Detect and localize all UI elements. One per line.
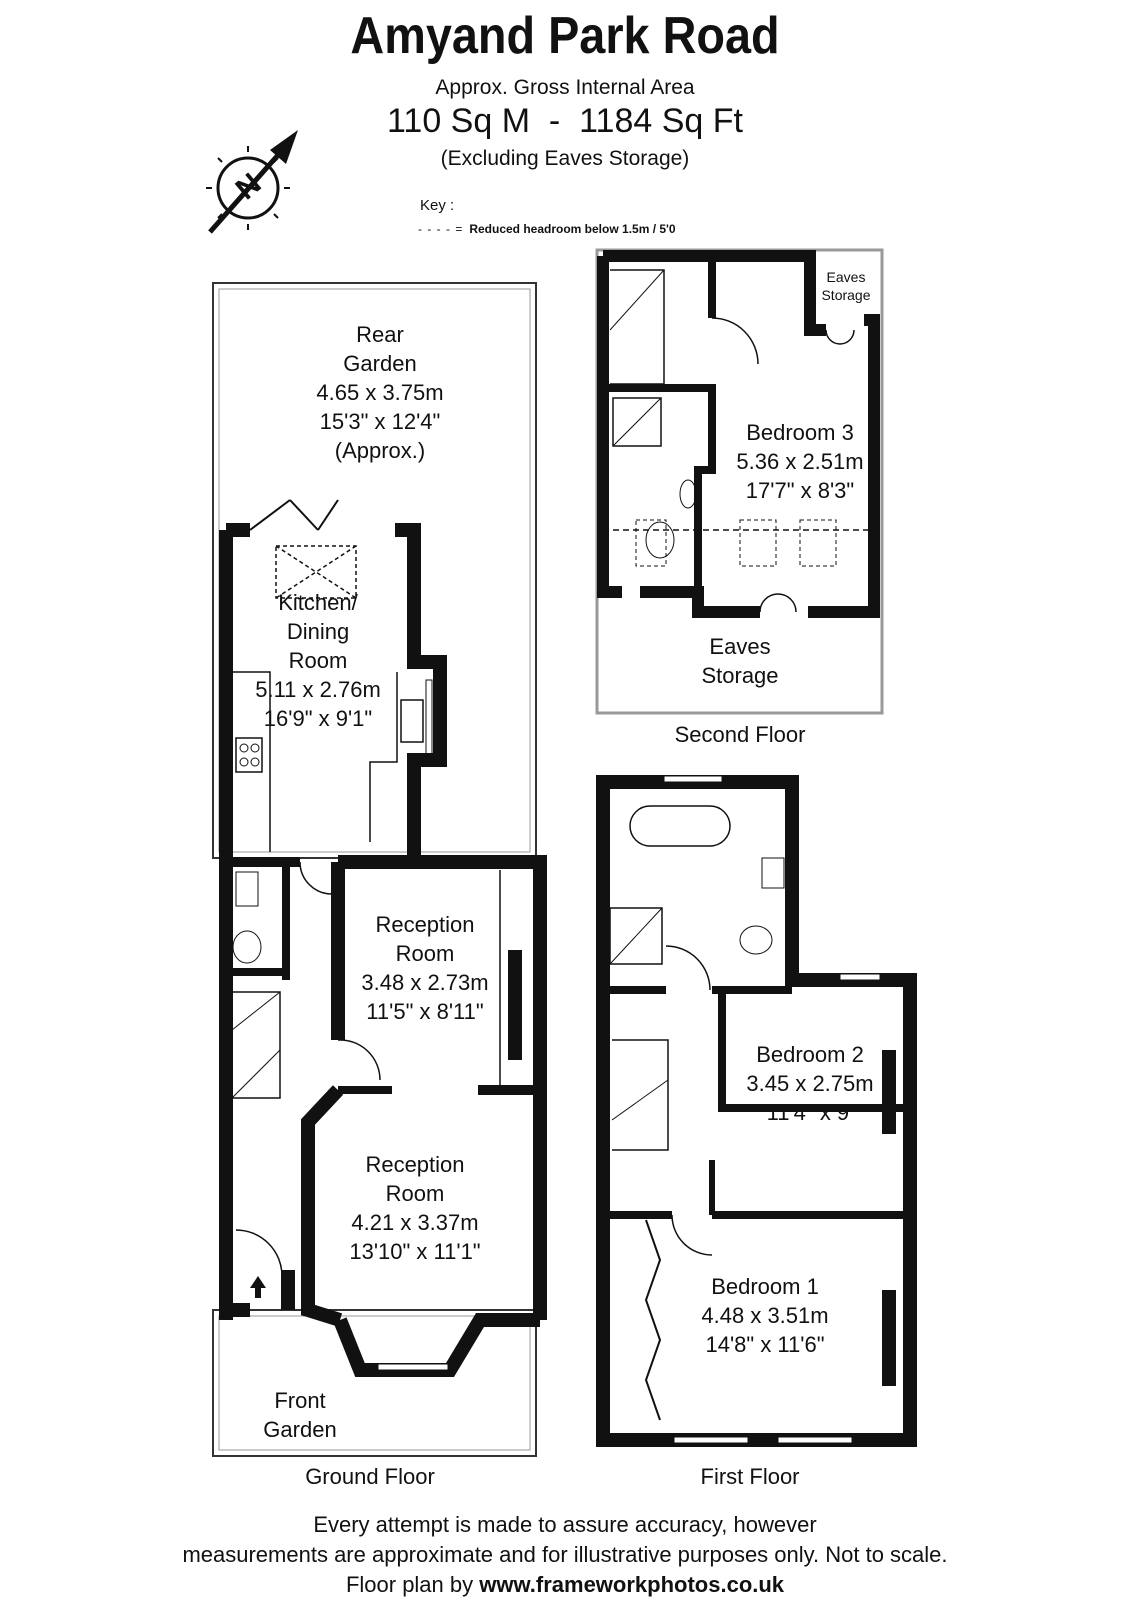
ground-floor-label: Ground Floor — [305, 1464, 435, 1489]
room-name: Room — [395, 941, 455, 966]
room-name: Room — [288, 648, 348, 673]
room-name: Bedroom 1 — [711, 1274, 819, 1299]
room-note: (Approx.) — [334, 438, 426, 463]
reception-room-rear-label: Reception Room 3.48 x 2.73m 11'5" x 8'11… — [340, 910, 510, 1026]
room-size-imperial: 14'8" x 11'6" — [705, 1332, 825, 1357]
key-entry-text: Reduced headroom below 1.5m / 5'0 — [469, 222, 676, 236]
kitchen-dining-label: Kitchen/ Dining Room 5.11 x 2.76m 16'9" … — [238, 588, 398, 733]
disclaimer-footer: Every attempt is made to assure accuracy… — [0, 1510, 1130, 1600]
room-size-imperial: 11'5" x 8'11" — [366, 999, 484, 1024]
room-name: Storage — [821, 287, 871, 303]
eaves-storage-small-label: Eaves Storage — [816, 268, 876, 304]
eaves-storage-large-label: Eaves Storage — [680, 632, 800, 690]
front-garden-label: Front Garden — [240, 1386, 360, 1444]
room-name: Bedroom 3 — [746, 420, 854, 445]
room-size-metric: 4.21 x 3.37m — [351, 1210, 479, 1235]
room-size-metric: 3.45 x 2.75m — [746, 1071, 874, 1096]
ground-floor-plan — [212, 282, 547, 1457]
room-size-imperial: 17'7" x 8'3" — [745, 478, 855, 503]
key-dash-symbol: - - - - = — [418, 222, 464, 236]
room-name: Storage — [701, 663, 779, 688]
room-name: Kitchen/ — [278, 590, 358, 615]
bedroom-2-label: Bedroom 2 3.45 x 2.75m 11'4" x 9' — [725, 1040, 895, 1127]
compass-icon — [206, 130, 298, 234]
credit-line: Floor plan by www.frameworkphotos.co.uk — [0, 1570, 1130, 1600]
plan-title: Amyand Park Road — [350, 7, 780, 65]
room-size-metric: 5.36 x 2.51m — [736, 449, 864, 474]
bedroom-3-label: Bedroom 3 5.36 x 2.51m 17'7" x 8'3" — [720, 418, 880, 505]
credit-website-link[interactable]: www.frameworkphotos.co.uk — [479, 1572, 785, 1597]
room-size-imperial: 15'3" x 12'4" — [319, 409, 441, 434]
room-name: Rear — [356, 322, 404, 347]
gross-area-label: Approx. Gross Internal Area — [435, 76, 695, 99]
first-floor-label: First Floor — [700, 1464, 800, 1489]
room-name: Front — [274, 1388, 326, 1413]
room-size-metric: 4.65 x 3.75m — [316, 380, 444, 405]
room-size-imperial: 16'9" x 9'1" — [263, 706, 373, 731]
room-size-metric: 3.48 x 2.73m — [361, 970, 489, 995]
room-name: Garden — [343, 351, 417, 376]
room-size-imperial: 11'4" x 9' — [766, 1100, 854, 1125]
disclaimer-line-2: measurements are approximate and for ill… — [182, 1542, 948, 1567]
room-size-imperial: 13'10" x 11'1" — [349, 1239, 481, 1264]
rear-garden-label: Rear Garden 4.65 x 3.75m 15'3" x 12'4" (… — [300, 320, 460, 465]
room-name: Garden — [263, 1417, 337, 1442]
gross-area-value: 110 Sq M - 1184 Sq Ft — [387, 102, 743, 140]
key-label: Key : — [420, 197, 455, 214]
reception-room-front-label: Reception Room 4.21 x 3.37m 13'10" x 11'… — [330, 1150, 500, 1266]
key-entry: - - - - = Reduced headroom below 1.5m / 5… — [418, 222, 676, 236]
room-name: Room — [385, 1181, 445, 1206]
bedroom-1-label: Bedroom 1 4.48 x 3.51m 14'8" x 11'6" — [680, 1272, 850, 1359]
room-size-metric: 5.11 x 2.76m — [255, 677, 381, 702]
room-name: Eaves — [709, 634, 771, 659]
room-name: Dining — [286, 619, 350, 644]
first-floor-plan — [596, 775, 917, 1447]
room-name: Reception — [375, 912, 475, 937]
disclaimer-line-1: Every attempt is made to assure accuracy… — [313, 1512, 817, 1537]
room-name: Bedroom 2 — [756, 1042, 864, 1067]
room-name: Eaves — [826, 269, 866, 285]
gross-area-note: (Excluding Eaves Storage) — [440, 147, 690, 170]
room-name: Reception — [365, 1152, 465, 1177]
credit-prefix: Floor plan by — [345, 1572, 480, 1597]
room-size-metric: 4.48 x 3.51m — [701, 1303, 829, 1328]
second-floor-label: Second Floor — [674, 722, 806, 747]
second-floor-plan — [595, 248, 884, 715]
